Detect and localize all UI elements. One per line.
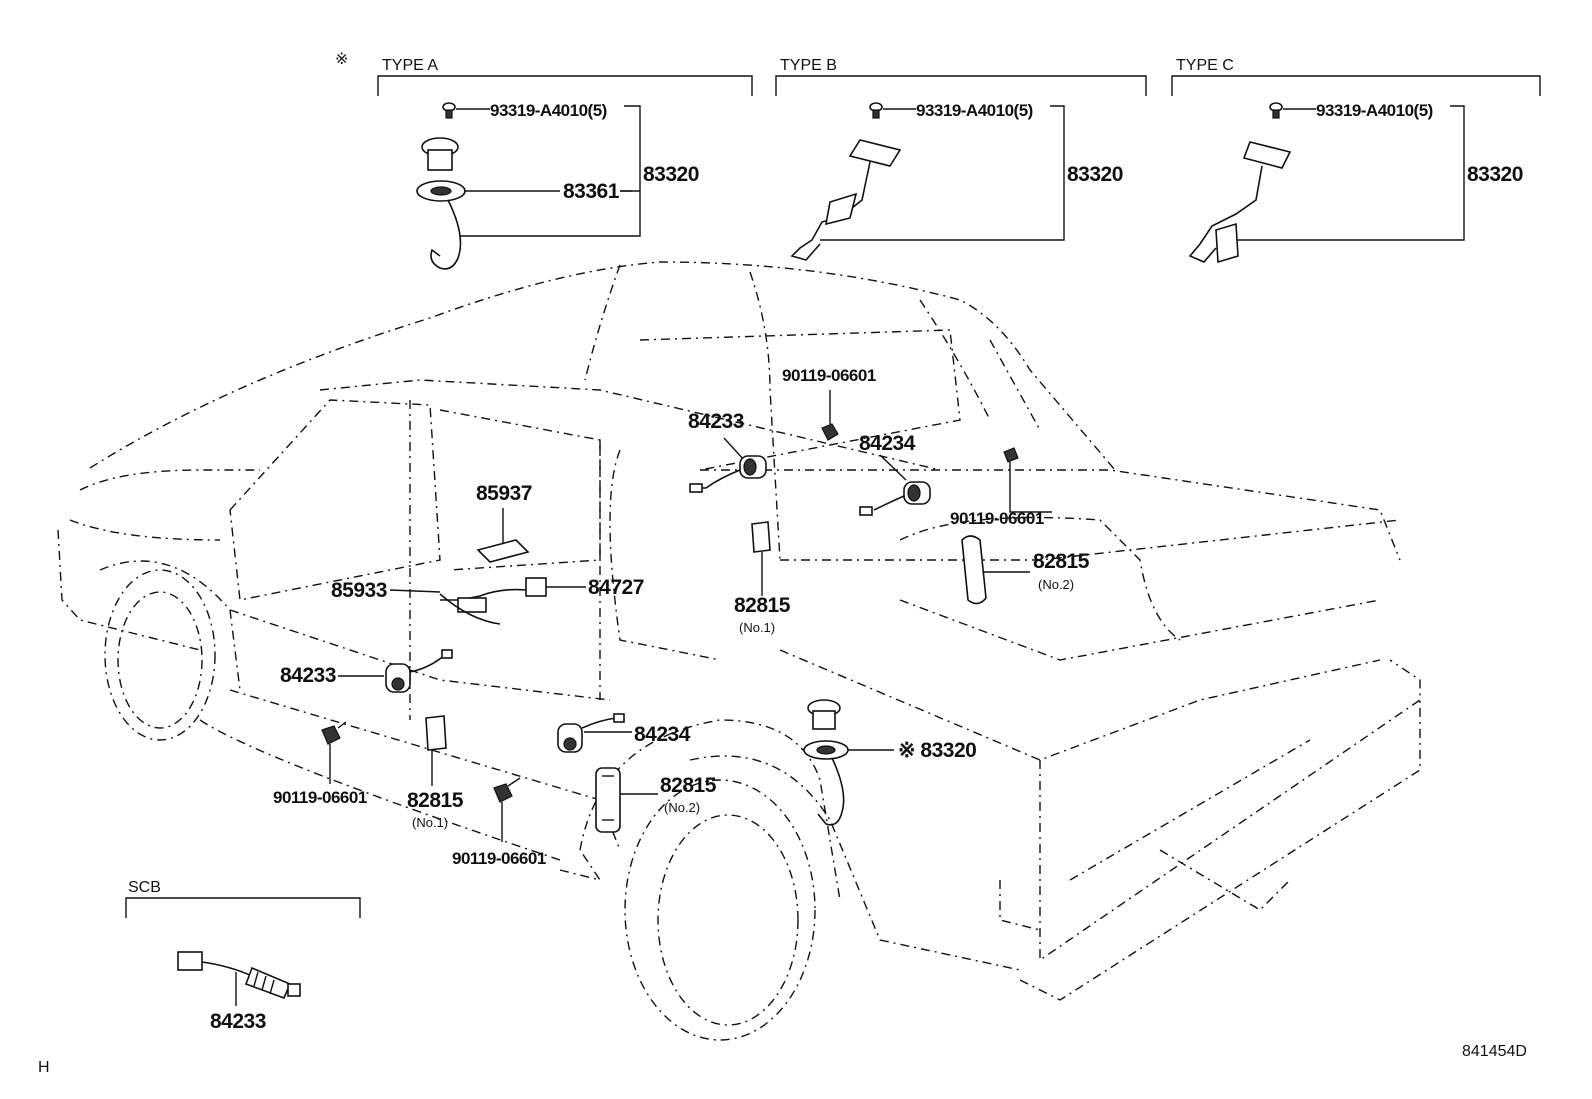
door-switch-icon (859, 454, 931, 516)
reflector-no2-label-lower: (No.2) (664, 800, 700, 815)
bolt-icon (493, 777, 521, 842)
type-a-group: ※ TYPE A 93319-A4010(5) 83320 83361 (335, 51, 753, 270)
reflector-label-lower-right: 82815 (660, 774, 717, 797)
type-c-label: TYPE C (1176, 57, 1234, 74)
type-a-bracket (377, 75, 753, 96)
screw-icon (869, 102, 883, 119)
reflector-no2-label-right: (No.2) (1038, 577, 1074, 592)
reflector-no1-icon (751, 521, 771, 553)
relay-icon (440, 577, 586, 601)
screw-label-b: 93319-A4010(5) (916, 101, 1033, 120)
gauge-label-c: 83320 (1467, 163, 1523, 186)
door-switch-icon (689, 437, 767, 493)
type-c-group: TYPE C 93319-A4010(5) 83320 (1171, 57, 1541, 264)
switch-label-84233-top: 84233 (688, 410, 744, 433)
scb-label: SCB (128, 879, 161, 896)
relay-label-84727: 84727 (588, 576, 644, 599)
wire-label-85933: 85933 (331, 579, 387, 602)
front-wheel-icon (104, 569, 216, 741)
fuel-sender-icon (416, 137, 466, 270)
vehicle-outline (57, 261, 1421, 1041)
screw-icon (442, 102, 456, 119)
diagram-id: 841454D (1462, 1043, 1527, 1060)
gauge-label-a: 83320 (643, 163, 699, 186)
bolt-label-top: 90119-06601 (782, 366, 876, 385)
reflector-label-mid: 82815 (734, 594, 791, 617)
switch-label-84234-top: 84234 (859, 432, 916, 455)
type-b-group: TYPE B 93319-A4010(5) 83320 (775, 57, 1147, 261)
gasket-label: 83361 (563, 180, 620, 203)
reflector-label-lower: 82815 (407, 789, 464, 812)
bracket-label-85937: 85937 (476, 482, 532, 505)
rear-wheel-icon (624, 779, 816, 1041)
switch-label-84233-left: 84233 (280, 664, 336, 687)
corner-mark: H (38, 1059, 50, 1076)
bolt-icon (821, 390, 839, 441)
reflector-no2-icon (961, 535, 987, 605)
screw-label-a: 93319-A4010(5) (490, 101, 607, 120)
switch-label-84234-lower: 84234 (634, 723, 691, 746)
bolt-label-right: 90119-06601 (950, 509, 1044, 528)
reflector-no1-icon (425, 715, 447, 751)
bolt-icon (1003, 447, 1052, 513)
fuel-sender-icon (790, 139, 902, 261)
bracket-icon (476, 539, 530, 563)
scb-group: SCB 84233 (125, 879, 361, 1033)
bolt-label-lower-mid: 90119-06601 (452, 849, 546, 868)
gauge-label-bed: ※ 83320 (898, 739, 976, 762)
gauge-label-b: 83320 (1067, 163, 1123, 186)
bolt-label-lower-left: 90119-06601 (273, 788, 367, 807)
reflector-label-right: 82815 (1033, 550, 1090, 573)
sensor-label-84233: 84233 (210, 1010, 266, 1033)
door-switch-icon (338, 649, 453, 693)
bolt-icon (321, 721, 347, 784)
door-switch-icon (557, 713, 632, 753)
reflector-no1-label-lower: (No.1) (412, 815, 448, 830)
type-a-label: TYPE A (382, 57, 438, 74)
wire-harness-icon (389, 589, 501, 625)
asterisk-mark: ※ (335, 51, 348, 68)
fuel-sender-icon (803, 699, 849, 826)
fuel-sender-icon (1188, 141, 1292, 264)
screw-label-c: 93319-A4010(5) (1316, 101, 1433, 120)
reflector-no1-label-mid: (No.1) (739, 620, 775, 635)
screw-icon (1269, 102, 1283, 119)
sensor-icon (177, 951, 301, 1000)
type-b-label: TYPE B (780, 57, 837, 74)
reflector-no2-icon (595, 767, 621, 833)
